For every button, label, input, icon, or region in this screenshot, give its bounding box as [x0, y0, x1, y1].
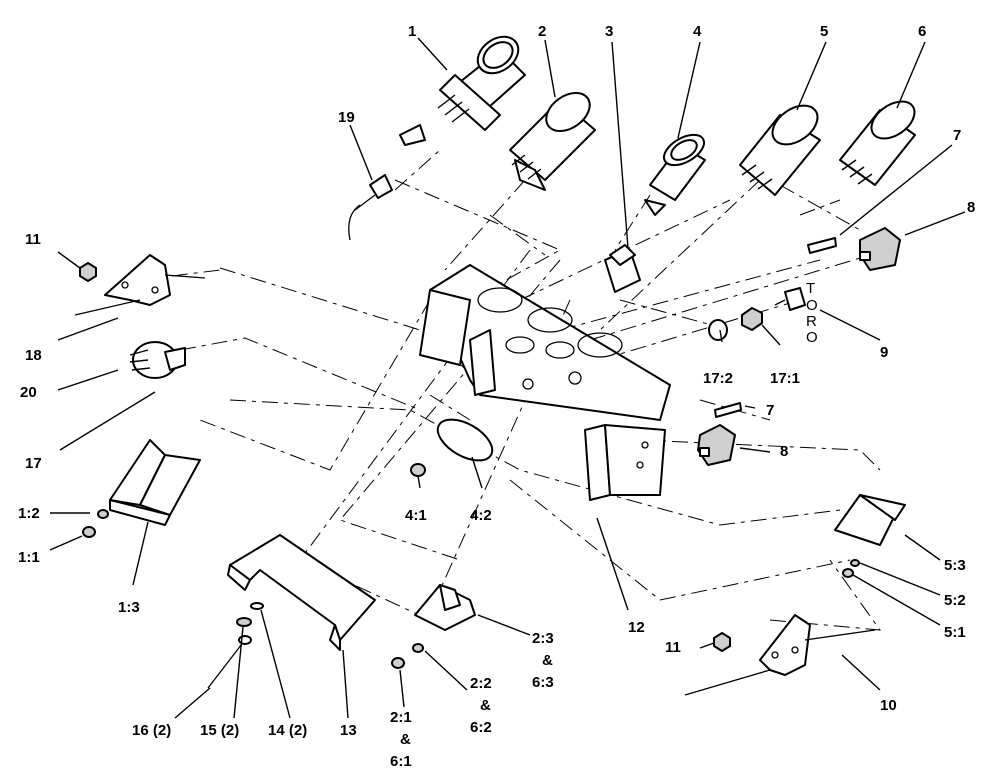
callout-7-upper: 7	[953, 127, 961, 144]
callout-4: 4	[693, 23, 702, 40]
callout-1: 1	[408, 23, 416, 40]
callout-9: 9	[880, 344, 888, 361]
callout-1-1: 1:1	[18, 549, 40, 566]
callout-3: 3	[605, 23, 613, 40]
nut-2-1	[391, 657, 405, 669]
callout-13: 13	[340, 722, 357, 739]
callout-8-lower: 8	[780, 443, 788, 460]
handle-13	[227, 534, 376, 651]
callout-1-3: 1:3	[118, 599, 140, 616]
nut-11-upper	[79, 262, 97, 282]
part-3-block	[604, 244, 641, 293]
nut-17-1	[741, 307, 763, 331]
washer-1-2	[97, 509, 109, 519]
callout-10: 10	[880, 697, 897, 714]
gauge-2	[509, 91, 596, 191]
callout-17: 17	[25, 455, 42, 472]
callout-6-2: 6:2	[470, 719, 492, 736]
callout-2-3-amp: &	[542, 652, 553, 669]
nut-5-1	[842, 568, 854, 578]
lamp-19	[348, 174, 393, 241]
screw-16	[207, 635, 252, 689]
gauge-4	[644, 133, 706, 216]
svg-text:O: O	[806, 329, 818, 346]
washer-2-2	[412, 643, 424, 653]
svg-text:O: O	[806, 297, 818, 314]
channel-bracket-5-3	[834, 494, 906, 546]
knob-8-lower	[697, 424, 736, 466]
callout-12: 12	[628, 619, 645, 636]
nut-11-lower	[713, 632, 731, 652]
toro-logo: T O R O	[806, 280, 818, 346]
callout-17-2: 17:2	[703, 370, 733, 387]
callout-2-2: 2:2	[470, 675, 492, 692]
channel-bracket-2-3	[414, 584, 476, 631]
nut-4-1	[410, 463, 426, 477]
leader-lines	[49, 37, 966, 719]
callout-16: 16 (2)	[132, 722, 171, 739]
callout-5-2: 5:2	[944, 592, 966, 609]
nut-1-1	[82, 526, 96, 538]
washer-17-2	[708, 319, 728, 341]
callout-2-2-amp: &	[480, 697, 491, 714]
callout-8-upper: 8	[967, 199, 975, 216]
callout-18: 18	[25, 347, 42, 364]
svg-text:R: R	[806, 313, 817, 330]
washer-15	[236, 617, 252, 627]
washer-5-2	[850, 559, 860, 567]
gauge-1	[399, 35, 526, 146]
channel-bracket-1-3	[109, 439, 201, 526]
callout-2-1: 2:1	[390, 709, 412, 726]
callout-2: 2	[538, 23, 546, 40]
washer-14	[250, 602, 264, 610]
svg-text:T: T	[806, 280, 815, 297]
lever-bracket-10	[684, 614, 876, 696]
knob-8-upper	[859, 227, 901, 271]
callout-15: 15 (2)	[200, 722, 239, 739]
callout-2-1-amp: &	[400, 731, 411, 748]
lever-bracket-18	[74, 254, 206, 316]
gauge-5	[739, 104, 821, 196]
callout-labels: 1 2 3 4 5 6 7 8 19 11 18 20 17 9 17:2 17…	[18, 23, 975, 770]
callout-17-1: 17:1	[770, 370, 800, 387]
callout-1-2: 1:2	[18, 505, 40, 522]
callout-5-3: 5:3	[944, 557, 966, 574]
callout-2-3: 2:3	[532, 630, 554, 647]
toggle-switch-9	[774, 287, 806, 311]
gauge-6	[839, 100, 916, 186]
callout-4-1: 4:1	[405, 507, 427, 524]
callout-14: 14 (2)	[268, 722, 307, 739]
callout-6-3: 6:3	[532, 674, 554, 691]
callout-11-lower: 11	[665, 639, 681, 656]
bolt-7-lower	[714, 402, 742, 418]
callout-7-lower: 7	[766, 402, 774, 419]
bezel-4-2	[436, 418, 494, 462]
callout-19: 19	[338, 109, 355, 126]
callout-5-1: 5:1	[944, 624, 966, 641]
key-switch-20	[129, 341, 186, 379]
callout-11-upper: 11	[25, 231, 41, 248]
bolt-7-upper	[807, 237, 837, 254]
callout-20: 20	[20, 384, 37, 401]
callout-6-1: 6:1	[390, 753, 412, 770]
main-bracket-12	[419, 264, 671, 501]
callout-4-2: 4:2	[470, 507, 492, 524]
callout-5: 5	[820, 23, 828, 40]
callout-6: 6	[918, 23, 926, 40]
